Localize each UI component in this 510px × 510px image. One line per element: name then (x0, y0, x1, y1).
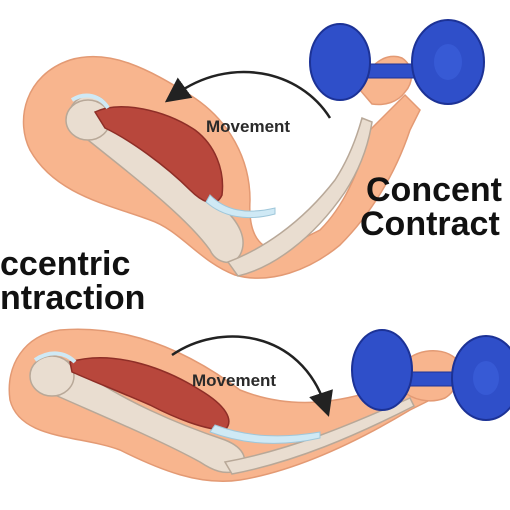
top-movement-label: Movement (206, 117, 290, 136)
bottom-arm-illustration (8, 328, 460, 482)
bottom-shoulder-tendon (33, 351, 77, 364)
eccentric-label-line2: ntraction (0, 279, 146, 317)
bottom-dumbbell (351, 329, 510, 421)
top-movement-arrow (164, 70, 332, 119)
top-biceps-tendon (205, 194, 276, 219)
bottom-shoulder-joint (29, 355, 75, 397)
top-dumbbell (309, 19, 485, 105)
top-biceps-muscle (93, 106, 224, 204)
top-forearm-bones (226, 116, 373, 277)
bottom-biceps-tendon (209, 424, 321, 444)
concentric-label-line2: Contract (360, 205, 500, 243)
top-arm-illustration (22, 55, 421, 279)
bottom-movement-arrow (171, 335, 333, 417)
top-shoulder-tendon (70, 93, 110, 110)
concentric-label-line1: Concent (366, 171, 502, 209)
bottom-movement-label: Movement (192, 371, 276, 390)
eccentric-label-line1: ccentric (0, 245, 131, 283)
